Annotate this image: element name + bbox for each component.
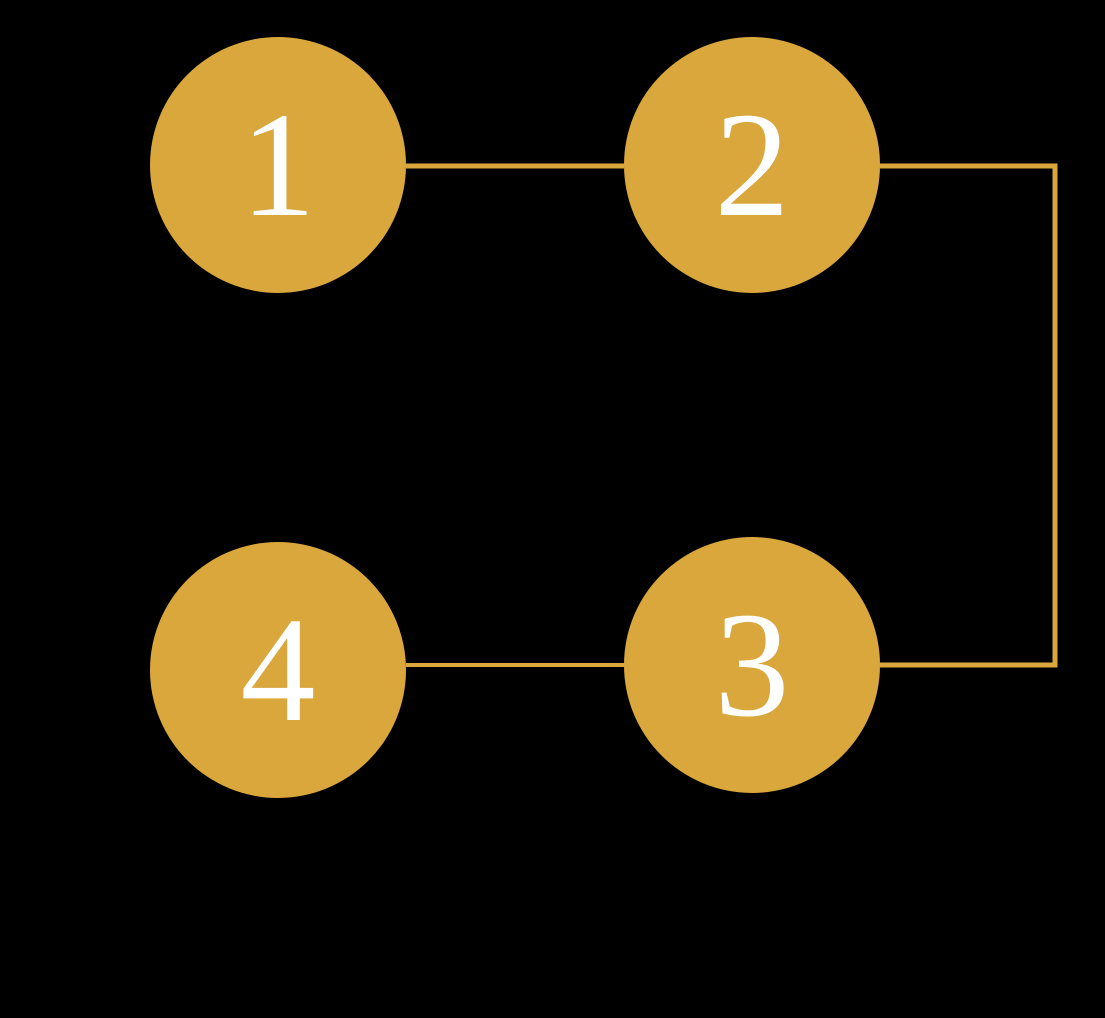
node-4-circle[interactable] — [150, 542, 406, 798]
node-1-label: 1 — [241, 82, 316, 248]
node-4-label: 4 — [241, 587, 316, 753]
node-layer: 1 2 3 4 — [150, 37, 880, 798]
node-3[interactable]: 3 — [624, 537, 880, 793]
node-2[interactable]: 2 — [624, 37, 880, 293]
node-2-label: 2 — [715, 82, 790, 248]
node-1[interactable]: 1 — [150, 37, 406, 293]
node-3-label: 3 — [715, 582, 790, 748]
node-1-circle[interactable] — [150, 37, 406, 293]
node-3-circle[interactable] — [624, 537, 880, 793]
node-4[interactable]: 4 — [150, 542, 406, 798]
node-2-circle[interactable] — [624, 37, 880, 293]
edge-layer — [406, 163, 1058, 668]
edge-2-3[interactable] — [880, 163, 1058, 668]
